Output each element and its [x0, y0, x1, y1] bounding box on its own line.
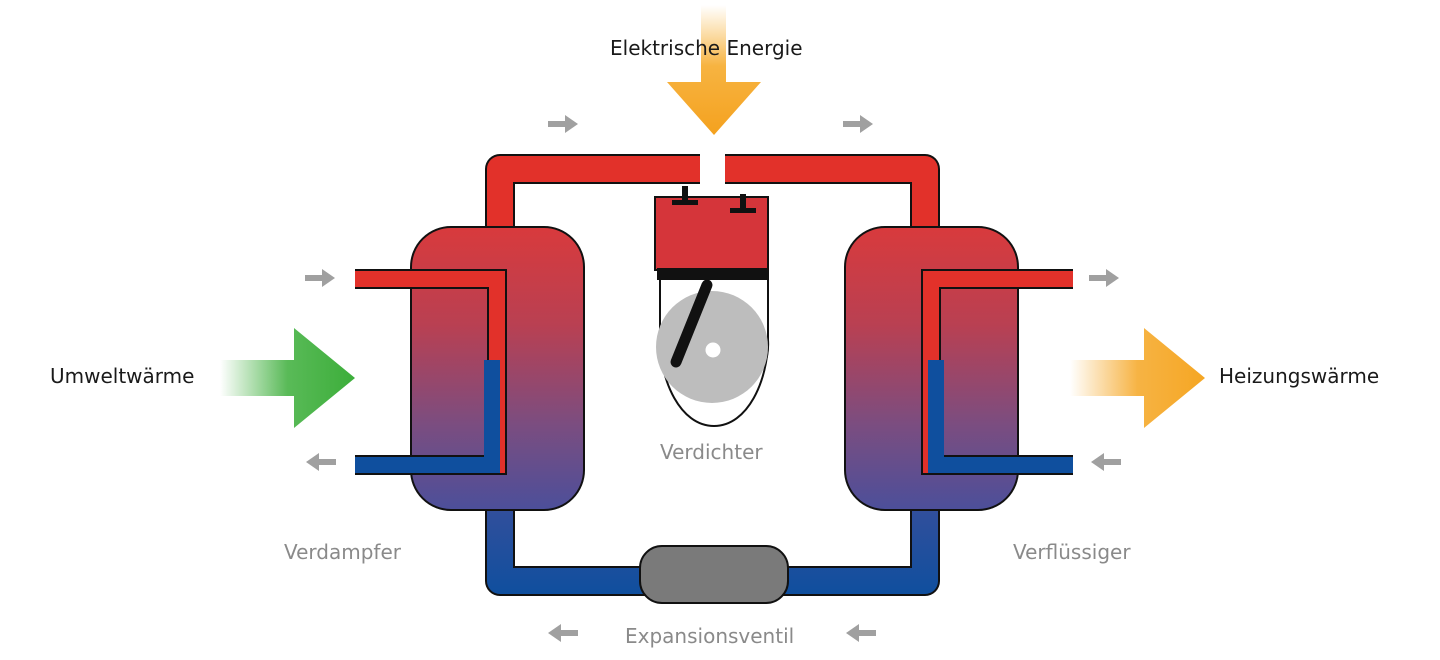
environmental-heat-arrow-icon	[220, 328, 355, 428]
compressor-cylinder	[654, 196, 769, 271]
condenser-vessel	[844, 226, 1073, 511]
label-evaporator: Verdampfer	[284, 540, 402, 564]
flow-arrow-icon	[548, 624, 578, 642]
flow-arrow-icon	[305, 269, 335, 287]
electric-energy-arrow-icon	[667, 5, 761, 135]
label-heating-heat: Heizungswärme	[1219, 364, 1380, 388]
outlet-valve	[730, 208, 756, 213]
piston	[657, 268, 769, 280]
label-environmental-heat: Umweltwärme	[50, 364, 195, 388]
label-compressor: Verdichter	[660, 440, 763, 464]
expansion-valve	[639, 545, 789, 604]
flow-arrow-icon	[306, 453, 336, 471]
flow-arrow-icon	[1091, 453, 1121, 471]
flow-arrow-icon	[548, 115, 578, 133]
connecting-rod	[670, 279, 713, 368]
flow-arrow-icon	[1089, 269, 1119, 287]
label-condenser: Verflüssiger	[1013, 540, 1131, 564]
flow-arrow-icon	[846, 624, 876, 642]
label-electric-energy: Elektrische Energie	[610, 36, 803, 60]
evaporator-vessel	[355, 226, 585, 511]
intake-valve	[672, 200, 698, 205]
heating-heat-arrow-icon	[1070, 328, 1205, 428]
label-expansion-valve: Expansionsventil	[625, 624, 795, 648]
compressor	[654, 186, 770, 428]
flow-arrow-icon	[843, 115, 873, 133]
